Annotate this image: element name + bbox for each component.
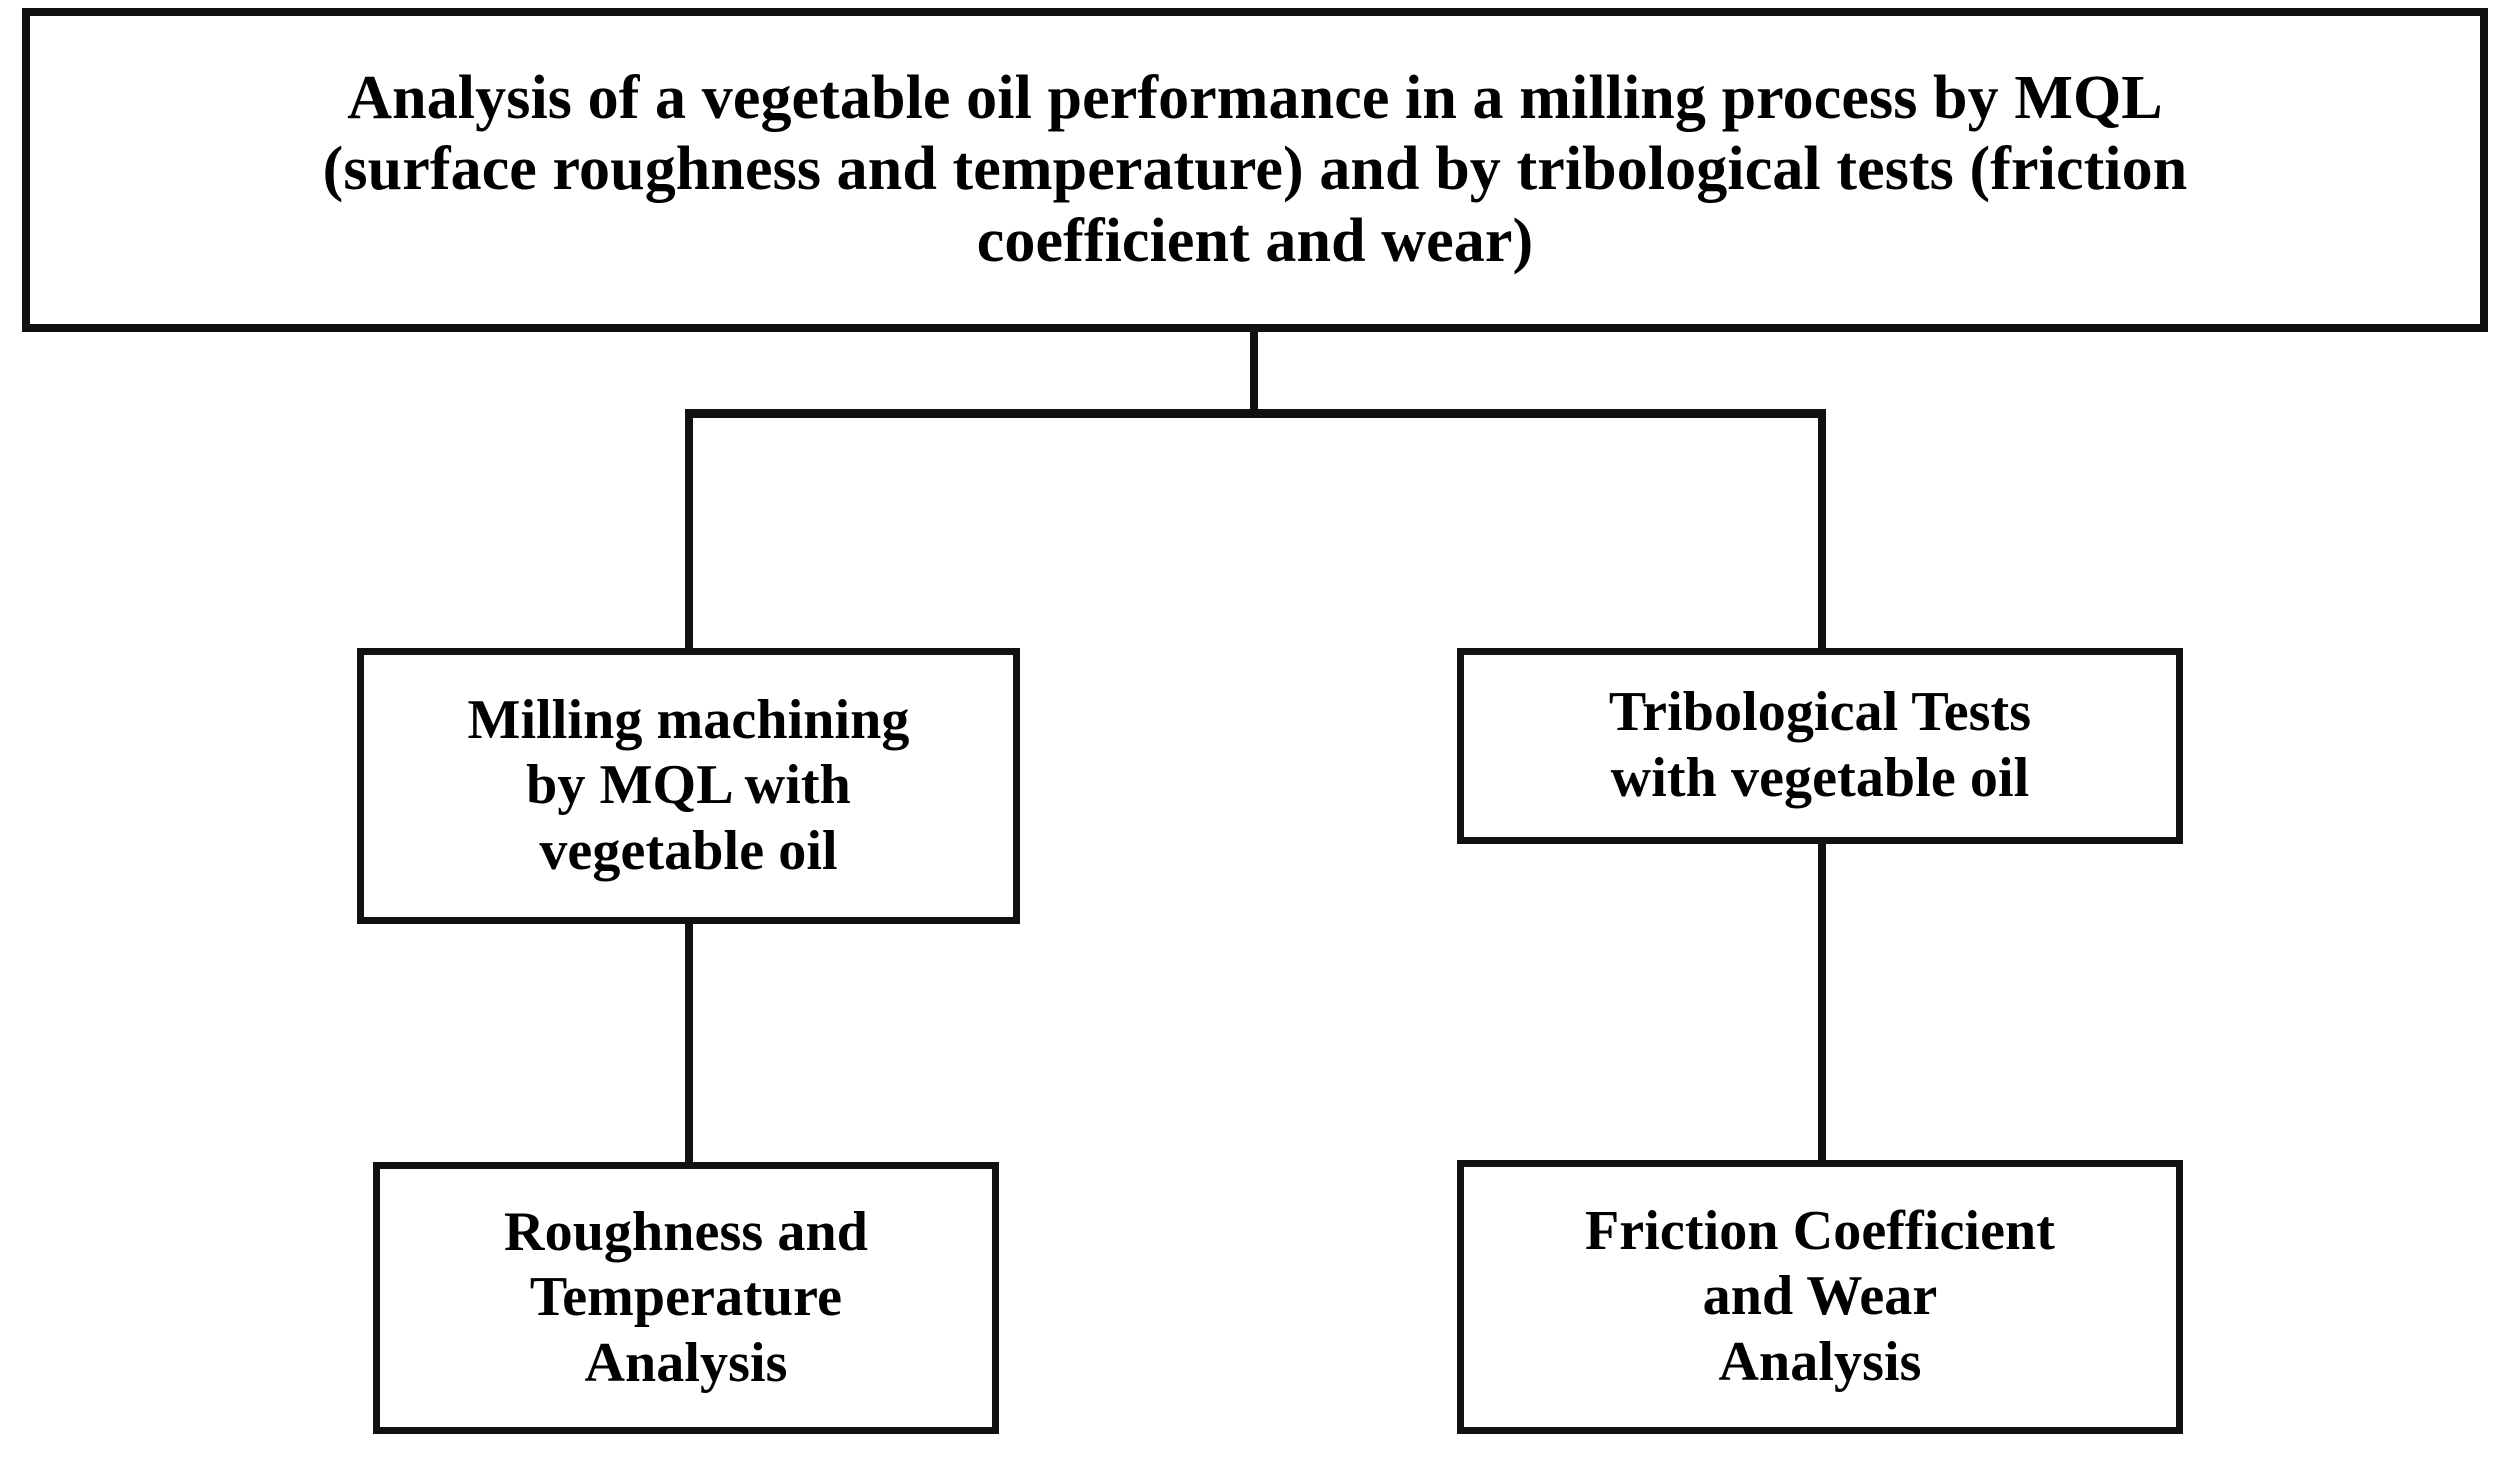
node-root-title: Analysis of a vegetable oil performance …	[22, 8, 2488, 332]
node-milling-label: Milling machining by MQL with vegetable …	[467, 688, 910, 882]
node-root-label: Analysis of a vegetable oil performance …	[322, 64, 2188, 275]
node-tribological-tests: Tribological Tests with vegetable oil	[1457, 648, 2183, 844]
node-friction-label: Friction Coefficient and Wear Analysis	[1584, 1199, 2056, 1393]
node-roughness-label: Roughness and Temperature Analysis	[504, 1200, 868, 1394]
node-milling-machining: Milling machining by MQL with vegetable …	[357, 648, 1020, 924]
connector-tribological-to-friction	[1818, 838, 1826, 1166]
node-roughness-temperature-analysis: Roughness and Temperature Analysis	[373, 1162, 999, 1434]
connector-root-stem	[1250, 330, 1258, 416]
node-friction-coefficient-wear-analysis: Friction Coefficient and Wear Analysis	[1457, 1160, 2183, 1434]
connector-root-to-milling	[685, 409, 693, 655]
connector-root-to-tribological	[1818, 409, 1826, 655]
connector-milling-to-roughness	[685, 918, 693, 1168]
node-tribological-label: Tribological Tests with vegetable oil	[1608, 681, 2032, 809]
connector-split-bar	[685, 409, 1826, 418]
